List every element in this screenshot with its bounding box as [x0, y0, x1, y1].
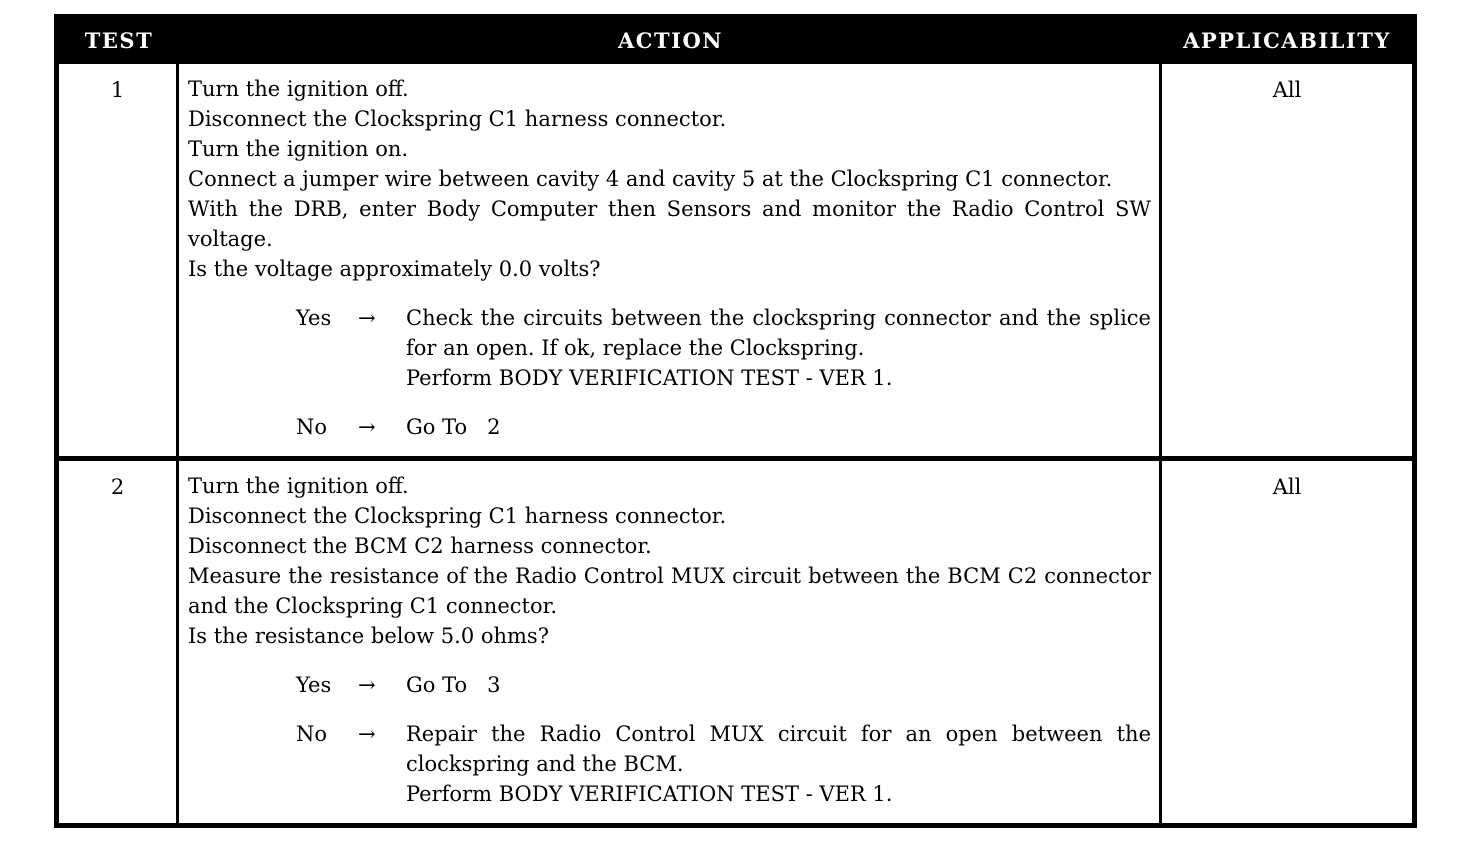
choice-result-line: Perform BODY VERIFICATION TEST - VER 1.: [406, 782, 893, 806]
arrow-right-icon: →: [358, 415, 376, 439]
arrow-right-icon: →: [358, 722, 376, 746]
action-step: Turn the ignition off.: [188, 474, 409, 498]
column-header-test: TEST: [84, 27, 154, 53]
action-step: Disconnect the Clockspring C1 harness co…: [188, 504, 727, 528]
column-header-action: ACTION: [618, 27, 723, 53]
applicability-cell: All: [1272, 78, 1302, 102]
action-step: Disconnect the BCM C2 harness connector.: [188, 534, 652, 558]
action-question: Is the resistance below 5.0 ohms?: [188, 624, 549, 648]
choice-result-line: Repair the Radio Control MUX circuit for…: [406, 722, 1151, 776]
applicability-cell: All: [1272, 475, 1302, 499]
action-cell: Turn the ignition off. Disconnect the Cl…: [179, 64, 1162, 456]
action-step: Disconnect the Clockspring C1 harness co…: [188, 107, 727, 131]
arrow-right-icon: →: [358, 306, 376, 330]
choice-no-result: Repair the Radio Control MUX circuit for…: [406, 719, 1151, 809]
test-number-cell: 1: [59, 64, 179, 456]
action-step: Connect a jumper wire between cavity 4 a…: [188, 167, 1113, 191]
action-cell: Turn the ignition off. Disconnect the Cl…: [179, 461, 1162, 823]
choice-result-line: Perform BODY VERIFICATION TEST - VER 1.: [406, 366, 893, 390]
action-step: Measure the resistance of the Radio Cont…: [188, 564, 1151, 618]
action-step: With the DRB, enter Body Computer then S…: [188, 197, 1151, 251]
choice-yes-label: Yes: [296, 673, 332, 697]
diagnostic-test-table: TEST ACTION APPLICABILITY 1 Turn the ign…: [54, 14, 1417, 828]
choice-result-line: Go To 3: [406, 673, 501, 697]
table-header-row: TEST ACTION APPLICABILITY: [59, 19, 1412, 64]
choice-no: No → Repair the Radio Control MUX circui…: [296, 719, 1151, 809]
action-step: Turn the ignition on.: [188, 137, 409, 161]
test-number-cell: 2: [59, 461, 179, 823]
choice-yes: Yes → Go To 3: [296, 670, 1151, 700]
choice-no: No → Go To 2: [296, 412, 1151, 442]
action-question: Is the voltage approximately 0.0 volts?: [188, 257, 601, 281]
choice-result-line: Check the circuits between the clockspri…: [406, 306, 1151, 360]
arrow-right-icon: →: [358, 673, 376, 697]
column-header-applicability: APPLICABILITY: [1183, 27, 1391, 53]
choice-yes-result: Check the circuits between the clockspri…: [406, 303, 1151, 393]
choice-yes: Yes → Check the circuits between the clo…: [296, 303, 1151, 393]
table-row-test-1: 1 Turn the ignition off. Disconnect the …: [59, 64, 1412, 456]
choice-no-result: Go To 2: [406, 412, 1151, 442]
table-row-test-2: 2 Turn the ignition off. Disconnect the …: [59, 456, 1412, 823]
choice-result-line: Go To 2: [406, 415, 501, 439]
choice-yes-label: Yes: [296, 306, 332, 330]
choice-no-label: No: [296, 415, 328, 439]
choice-no-label: No: [296, 722, 328, 746]
action-step: Turn the ignition off.: [188, 77, 409, 101]
choice-yes-result: Go To 3: [406, 670, 1151, 700]
